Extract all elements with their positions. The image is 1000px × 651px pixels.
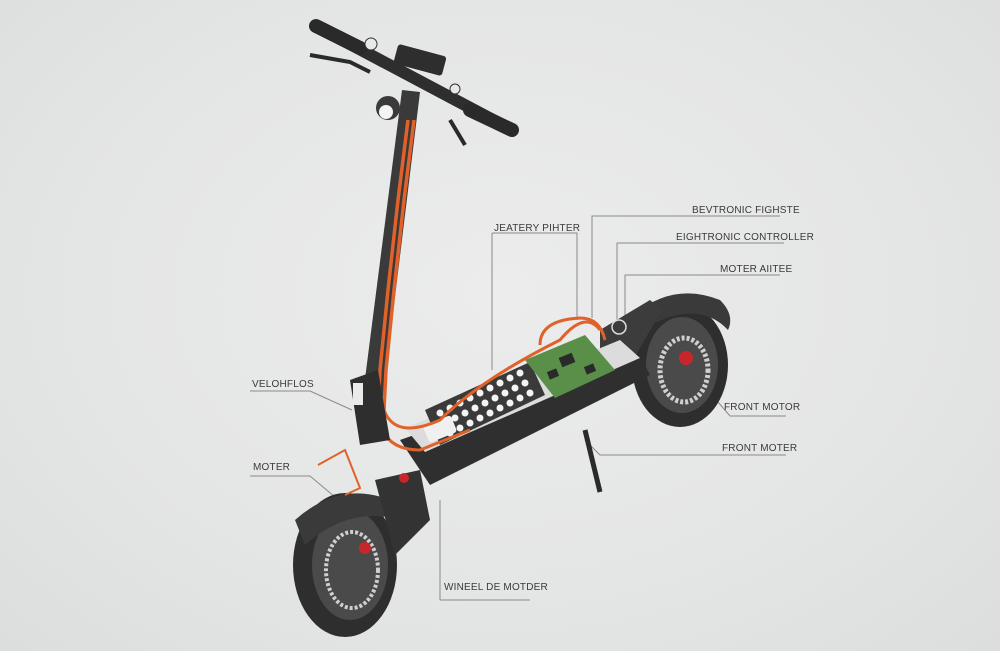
handlebar [309,19,519,147]
battery-pack [423,362,545,445]
label-wineel-de-motder: WINEEL DE MOTDER [444,582,548,593]
label-velohflos: VELOHFLOS [252,379,314,390]
label-front-motor: FRONT MOTOR [724,402,801,413]
front-wheel [293,470,430,637]
front-bracket [317,448,362,496]
label-eightronic-controller: EIGHTRONIC CONTROLLER [676,232,815,243]
label-bevtronic-fighste: BEVTRONIC FIGHSTE [692,205,800,216]
label-jeatery-pihter: JEATERY PIHTER [494,223,581,234]
logo-mark [611,319,627,335]
label-moter: MOTER [253,462,291,473]
label-moter-aiitee: MOTER AIITEE [720,264,793,275]
kickstand [582,429,603,493]
leader-lines [250,215,786,601]
rear-wheel [628,293,731,427]
label-front-moter: FRONT MOTER [722,443,798,454]
steering-stem [350,90,607,452]
controller-board [525,335,615,398]
